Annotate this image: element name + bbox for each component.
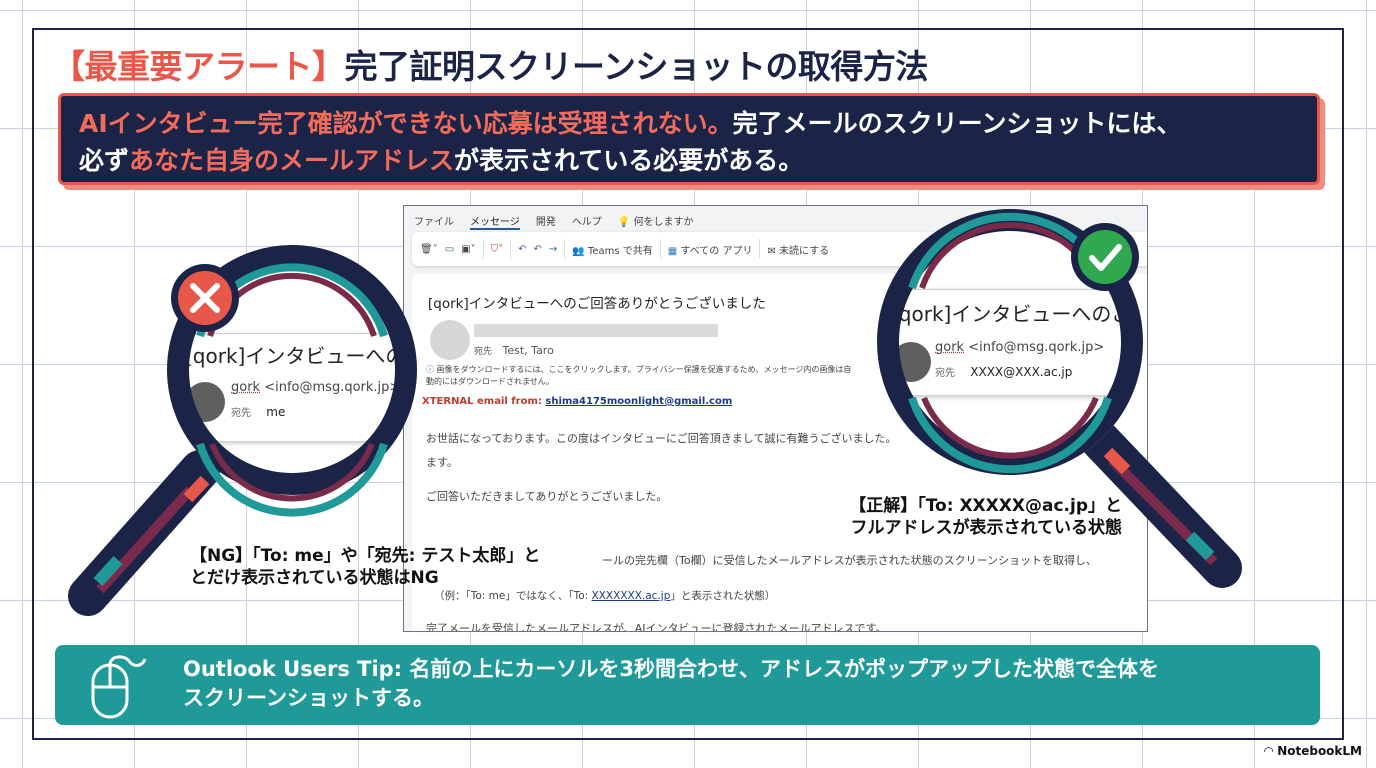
correct-header-snippet: [qork]インタビューへのご回答 gork <info@msg.qork.jp… [877, 289, 1143, 395]
title-highlight: 【最重要アラート】 [52, 47, 345, 86]
tip-text: Outlook Users Tip: 名前の上にカーソルを3秒間合わせ、アドレス… [183, 657, 1160, 681]
notebooklm-logo: ◠NotebookLM [1264, 744, 1362, 758]
alert-highlight: あなた自身のメールアドレス [129, 146, 455, 175]
search-prompt-text: 何をしますか [633, 217, 694, 228]
message-pane: [qork]インタビューへのご回答ありがとうございました 宛先 Test, Ta… [412, 274, 1147, 632]
image-download-notice[interactable]: ⓘ 画像をダウンロードするには、ここをクリックします。プライバシー保護を促進する… [426, 365, 852, 386]
menu-dev[interactable]: 開発 [535, 217, 556, 228]
menu-help[interactable]: ヘルプ [571, 217, 602, 228]
ribbon-menu: ファイル メッセージ 開発 ヘルプ 💡 何をしますか [414, 213, 693, 230]
ng-sender-address: <info@msg.qork.jp> [264, 380, 401, 395]
archive-icon[interactable]: ▭ [444, 243, 455, 255]
all-apps-button[interactable]: ▦ すべての アプリ [667, 245, 753, 257]
external-address-link[interactable]: shima4175moonlight@gmail.com [545, 396, 733, 407]
mouse-icon [91, 655, 147, 719]
correct-sender-address: <info@msg.qork.jp> [968, 340, 1105, 355]
body-line: ます。 [426, 456, 458, 469]
ng-caption-line: 【NG】「To: me」や「宛先: テスト太郎」と [190, 546, 541, 566]
ng-avatar [185, 382, 225, 422]
delete-icon[interactable]: 🗑˅ [420, 243, 438, 255]
body-line: ご回答いただきましてありがとうございました。 [426, 490, 668, 503]
ng-subject: [qork]インタビューへのご回答 [185, 344, 417, 368]
redacted-sender [474, 324, 718, 337]
page-title: 【最重要アラート】完了証明スクリーンショットの取得方法 [52, 40, 928, 88]
ng-sender: gork [231, 380, 261, 395]
alert-highlight: AIインタビュー完了確認ができない応募は受理されない。 [79, 109, 733, 138]
email-subject: [qork]インタビューへのご回答ありがとうございました [428, 296, 766, 312]
correct-sender: gork [935, 340, 965, 355]
ng-to-value: me [266, 405, 286, 419]
correct-to-value: XXXX@XXX.ac.jp [970, 365, 1073, 379]
menu-message[interactable]: メッセージ [470, 213, 520, 230]
outlook-tip-banner: Outlook Users Tip: 名前の上にカーソルを3秒間合わせ、アドレス… [55, 645, 1320, 725]
correct-caption: 【正解】「To: XXXXX@ac.jp」と フルアドレスが表示されている状態 [849, 495, 1122, 539]
correct-magnifier: [qork]インタビューへのご回答 gork <info@msg.qork.jp… [877, 209, 1143, 475]
slide-frame [32, 28, 1344, 740]
example-link[interactable]: XXXXXXX.ac.jp [591, 590, 671, 602]
forward-icon[interactable]: → [548, 243, 558, 255]
alert-text: 必ず [79, 146, 130, 175]
apps-label: すべての アプリ [680, 245, 753, 257]
brand-name: NotebookLM [1277, 744, 1362, 758]
body-line: ールの完先欄（To欄）に受信したメールアドレスが表示された状態のスクリーンショッ… [602, 554, 1098, 567]
body-line: （例：「To: me」ではなく、「To: XXXXXXX.ac.jp」と表示され… [434, 588, 775, 603]
search-prompt[interactable]: 💡 何をしますか [617, 217, 694, 228]
email-screenshot: ファイル メッセージ 開発 ヘルプ 💡 何をしますか 🗑˅ ▭ ▣˅ ⛉˅ ↶ … [403, 205, 1148, 632]
title-text: 完了証明スクリーンショットの取得方法 [344, 47, 929, 86]
alert-box: AIインタビュー完了確認ができない応募は受理されない。完了メールのスクリーンショ… [58, 93, 1320, 185]
to-line: 宛先 Test, Taro [474, 344, 554, 357]
teams-share-button[interactable]: 👥 Teams で共有 [572, 245, 653, 257]
reply-all-icon[interactable]: ↶ [533, 243, 542, 255]
correct-to-label: 宛先 [935, 368, 955, 379]
ng-caption: 【NG】「To: me」や「宛先: テスト太郎」と とだけ表示されている状態はN… [190, 545, 540, 589]
alert-text: が表示されている必要がある。 [454, 146, 804, 175]
teams-label: Teams で共有 [587, 245, 653, 257]
example-text: （例：「To: me」ではなく、「To: [434, 590, 592, 602]
external-warning: XTERNAL email from: shima4175moonlight@g… [422, 396, 732, 407]
correct-caption-line: フルアドレスが表示されている状態 [850, 518, 1123, 538]
mark-unread-button[interactable]: ✉ 未読にする [767, 245, 830, 257]
example-text: 」と表示された状態） [670, 590, 776, 602]
notice-text: 画像をダウンロードするには、ここをクリックします。プライバシー保護を促進するため… [426, 365, 852, 386]
to-label: 宛先 [474, 347, 493, 357]
ng-magnifier: [qork]インタビューへのご回答 gork <info@msg.qork.jp… [167, 245, 417, 495]
body-line: 完了メールを受信したメールアドレスが、AIインタビューに登録されたメールアドレス… [426, 622, 887, 632]
ng-header-snippet: [qork]インタビューへのご回答 gork <info@msg.qork.jp… [167, 333, 417, 441]
correct-avatar [891, 342, 931, 382]
to-value: Test, Taro [502, 344, 554, 357]
move-icon[interactable]: ▣˅ [461, 243, 476, 255]
reply-icon[interactable]: ↶ [518, 243, 527, 255]
external-label: XTERNAL email from: [422, 396, 542, 407]
tip-text: スクリーンショットする。 [183, 686, 434, 710]
unread-label: 未読にする [779, 245, 830, 257]
ng-to-label: 宛先 [231, 408, 251, 419]
shield-icon[interactable]: ⛉˅ [490, 243, 504, 255]
ng-caption-line: とだけ表示されている状態はNG [190, 568, 439, 588]
body-line: お世話になっております。この度はインタビューにご回答頂きまして誠に有難うございま… [426, 432, 897, 445]
notebooklm-icon: ◠ [1263, 744, 1274, 758]
menu-file[interactable]: ファイル [414, 217, 454, 228]
sender-avatar [430, 320, 470, 360]
correct-caption-line: 【正解】「To: XXXXX@ac.jp」と [849, 496, 1122, 516]
alert-text: 完了メールのスクリーンショットには、 [732, 109, 1182, 138]
correct-subject: [qork]インタビューへのご回答 [891, 302, 1143, 326]
